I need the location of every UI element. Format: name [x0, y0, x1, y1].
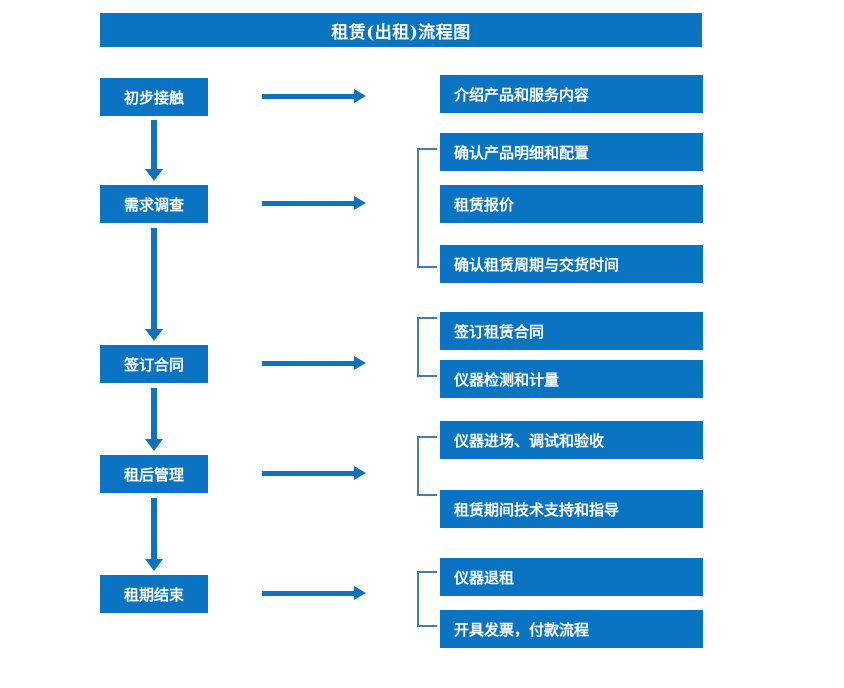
detail-box-4[interactable]: 确认租赁周期与交货时间 [440, 245, 703, 283]
group-bracket-icon-3 [417, 436, 437, 496]
down-arrow-icon-4 [145, 498, 163, 571]
down-arrow-icon-1 [145, 120, 163, 181]
stage-box-3[interactable]: 签订合同 [100, 345, 208, 383]
stage-box-2[interactable]: 需求调查 [100, 185, 208, 223]
detail-box-6[interactable]: 仪器检测和计量 [440, 360, 703, 398]
right-arrow-icon-4 [262, 466, 366, 480]
right-arrow-icon-2 [262, 196, 366, 210]
right-arrow-icon-3 [262, 356, 366, 370]
down-arrow-icon-3 [145, 388, 163, 451]
detail-box-1[interactable]: 介绍产品和服务内容 [440, 75, 703, 113]
detail-box-7[interactable]: 仪器进场、调试和验收 [440, 421, 703, 459]
detail-box-5[interactable]: 签订租赁合同 [440, 312, 703, 350]
down-arrow-icon-2 [145, 228, 163, 341]
right-arrow-icon-5 [262, 586, 366, 600]
detail-box-3[interactable]: 租赁报价 [440, 185, 703, 223]
detail-box-10[interactable]: 开具发票，付款流程 [440, 610, 703, 648]
stage-box-1[interactable]: 初步接触 [100, 78, 208, 116]
group-bracket-icon-2 [417, 317, 437, 377]
stage-box-4[interactable]: 租后管理 [100, 455, 208, 493]
detail-box-2[interactable]: 确认产品明细和配置 [440, 133, 703, 171]
group-bracket-icon-4 [417, 571, 437, 627]
detail-box-9[interactable]: 仪器退租 [440, 558, 703, 596]
chart-title: 租赁(出租)流程图 [100, 13, 702, 47]
right-arrow-icon-1 [262, 89, 366, 103]
detail-box-8[interactable]: 租赁期间技术支持和指导 [440, 490, 703, 528]
stage-box-5[interactable]: 租期结束 [100, 575, 208, 613]
group-bracket-icon-1 [417, 148, 437, 268]
